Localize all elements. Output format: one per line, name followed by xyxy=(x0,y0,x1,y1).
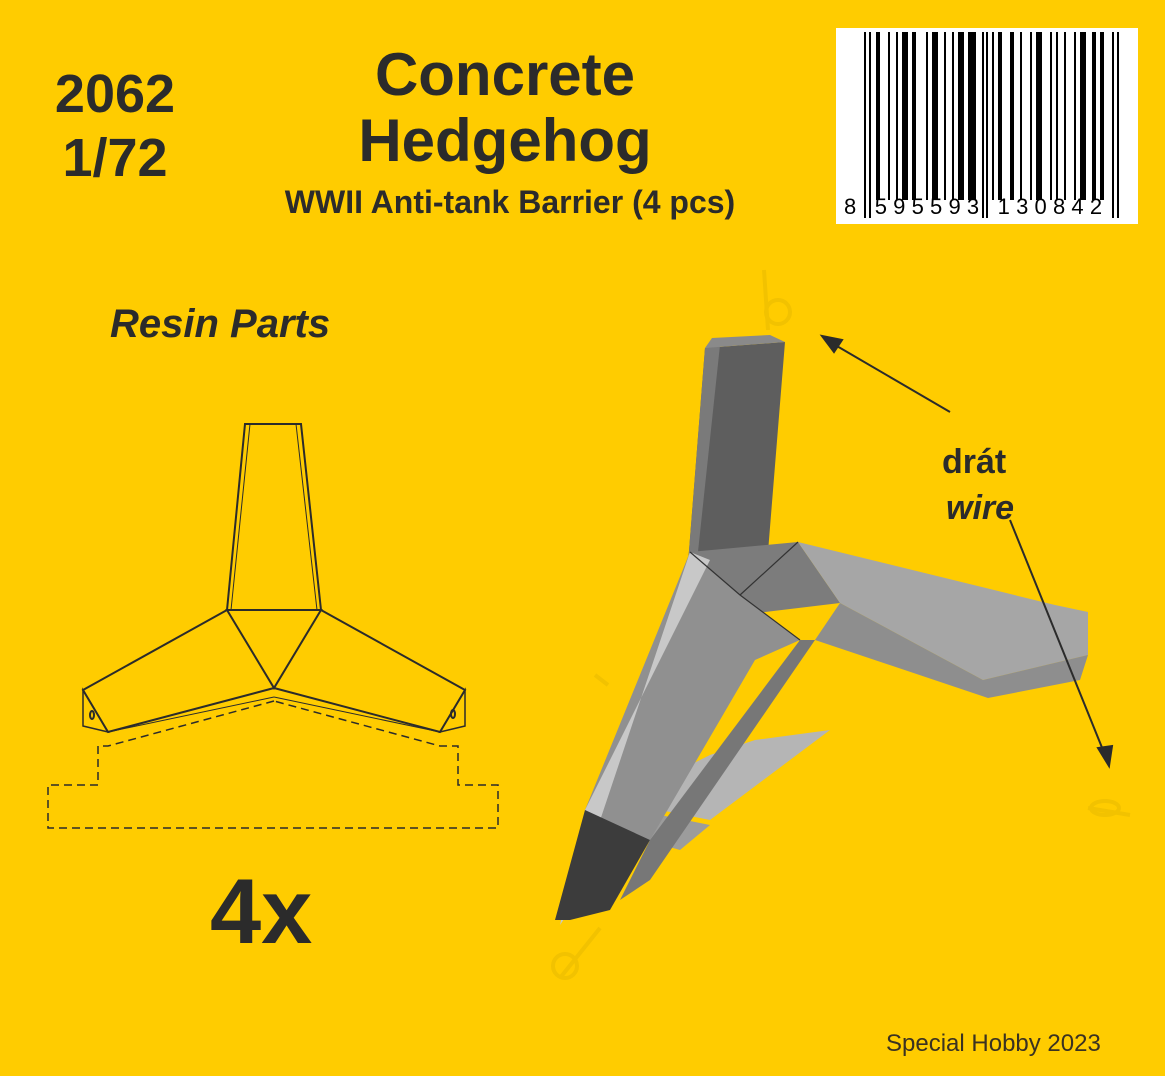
title-line-2: Hedgehog xyxy=(358,107,652,174)
product-subtitle: WWII Anti-tank Barrier (4 pcs) xyxy=(284,184,736,220)
barcode: 8 595593 130842 xyxy=(836,28,1138,224)
barcode-bars-icon xyxy=(864,32,1119,218)
barcode-number: 8 595593 130842 xyxy=(844,194,1109,219)
scale: 1/72 xyxy=(62,128,168,188)
catalog-block: 2062 1/72 xyxy=(30,62,200,190)
quantity: 4x xyxy=(210,861,313,963)
callout-label-en: wire xyxy=(946,489,1015,527)
resin-parts-label: Resin Parts xyxy=(110,302,331,346)
catalog-number: 2062 xyxy=(54,64,176,124)
title-line-1: Concrete xyxy=(374,41,636,108)
callout-label-cz: drát xyxy=(942,443,1007,481)
hedgehog-render-image xyxy=(551,269,1131,980)
hedgehog-line-drawing-icon xyxy=(47,423,499,829)
copyright: Special Hobby 2023 xyxy=(886,1030,1101,1057)
wire-loop-icon xyxy=(551,269,1131,980)
product-title: Concrete Hedgehog xyxy=(250,42,760,174)
